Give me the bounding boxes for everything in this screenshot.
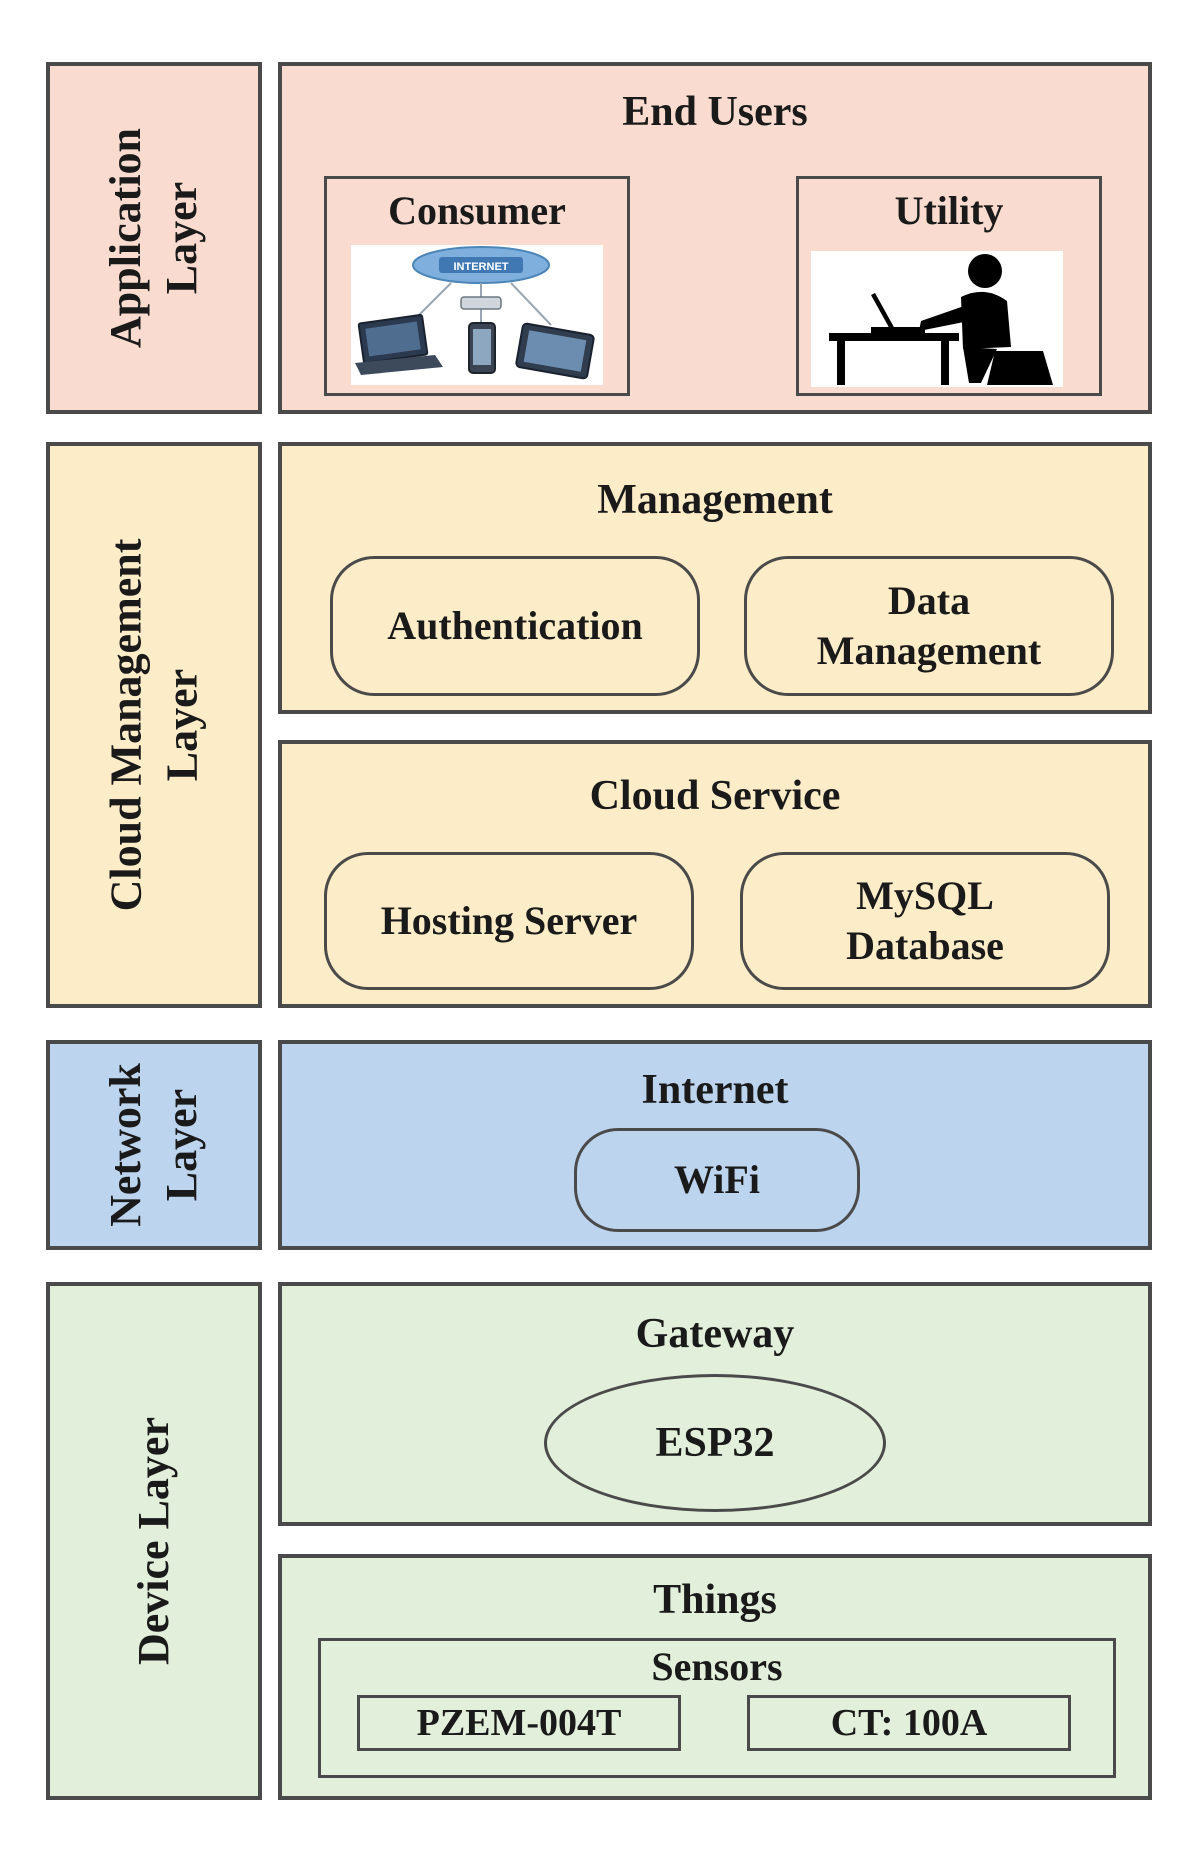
network-layer-label: Network Layer [100, 1063, 206, 1227]
wifi-box: WiFi [574, 1128, 860, 1232]
application-layer-label: Application Layer [101, 127, 207, 349]
utility-title: Utility [894, 188, 1004, 233]
end-users-panel: End Users Consumer INTERNET [278, 62, 1152, 414]
svg-text:INTERNET: INTERNET [454, 261, 509, 273]
cloud-management-layer-label-box: Cloud Management Layer [46, 442, 262, 1008]
hosting-server-box: Hosting Server [324, 852, 694, 990]
cloud-service-title: Cloud Service [589, 773, 841, 819]
cloud-management-layer-label: Cloud Management Layer [101, 538, 206, 912]
gateway-title: Gateway [635, 1311, 795, 1357]
device-layer-label-box: Device Layer [46, 1282, 262, 1800]
sensors-title: Sensors [651, 1644, 783, 1689]
internet-devices-icon: INTERNET [351, 245, 603, 385]
consumer-box: Consumer INTERNET [324, 176, 630, 396]
internet-panel: Internet WiFi [278, 1040, 1152, 1250]
gateway-panel: Gateway ESP32 [278, 1282, 1152, 1526]
authentication-box: Authentication [330, 556, 700, 696]
utility-box: Utility [796, 176, 1102, 396]
mysql-database-box: MySQL Database [740, 852, 1110, 990]
management-panel: Management Authentication Data Managemen… [278, 442, 1152, 714]
network-layer-label-box: Network Layer [46, 1040, 262, 1250]
sensor-pzem-004t: PZEM-004T [357, 1695, 681, 1751]
management-title: Management [597, 477, 833, 523]
things-title: Things [653, 1577, 777, 1623]
data-management-box: Data Management [744, 556, 1114, 696]
device-layer-label: Device Layer [129, 1417, 178, 1665]
internet-title: Internet [641, 1067, 789, 1113]
person-at-computer-icon [811, 251, 1063, 387]
sensor-ct-100a: CT: 100A [747, 1695, 1071, 1751]
application-layer-label-box: Application Layer [46, 62, 262, 414]
things-panel: Things Sensors PZEM-004T CT: 100A [278, 1554, 1152, 1800]
end-users-title: End Users [622, 89, 808, 135]
esp32-box: ESP32 [544, 1374, 886, 1512]
cloud-service-panel: Cloud Service Hosting Server MySQL Datab… [278, 740, 1152, 1008]
sensors-box: Sensors PZEM-004T CT: 100A [318, 1638, 1116, 1778]
consumer-title: Consumer [388, 188, 566, 233]
